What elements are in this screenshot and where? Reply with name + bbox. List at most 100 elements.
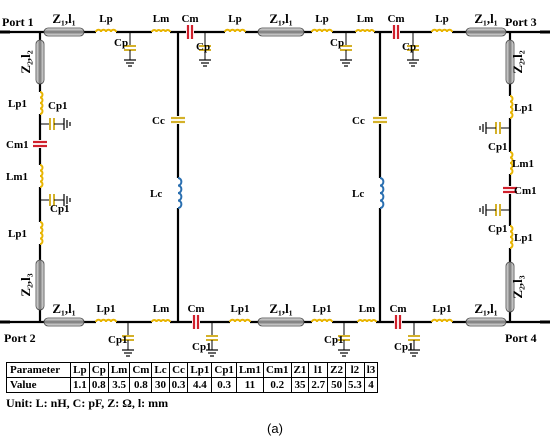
table-header-cell: Cp — [88, 362, 109, 378]
capacitor-label: Cm — [181, 13, 198, 25]
inductor — [177, 177, 183, 209]
capacitor-label: Cp — [330, 37, 344, 49]
capacitor-label: Cp1 — [48, 100, 68, 112]
tline-label: Z₁,l₁ — [52, 301, 75, 316]
table-header-cell: l2 — [344, 362, 365, 378]
table-header-cell: l3 — [363, 362, 379, 378]
table-value-cell: 5.3 — [344, 377, 365, 393]
port-4-label: Port 4 — [505, 331, 537, 345]
table-header-cell: Lp — [70, 362, 90, 378]
table-value-cell: 0.2 — [262, 377, 292, 393]
inductor-label: Lp1 — [433, 303, 452, 315]
inductor — [39, 91, 44, 115]
table-value-cell: 4 — [363, 377, 379, 393]
table-value-cell: 0.3 — [168, 377, 189, 393]
inductor-label: Lm — [153, 303, 170, 315]
tline-label: Z₂,l₂ — [510, 50, 525, 73]
capacitor-label: Cc — [352, 115, 365, 127]
inductor — [151, 29, 171, 33]
capacitor-label: Cp1 — [50, 203, 70, 215]
capacitor-label: Cm — [187, 303, 204, 315]
transmission-line — [43, 27, 85, 37]
tline-label: Z₁,l₁ — [269, 301, 292, 316]
units-note: Unit: L: nH, C: pF, Z: Ω, l: mm — [6, 396, 169, 410]
capacitor-label: Cp1 — [488, 223, 508, 235]
table-header-cell: Cc — [168, 362, 189, 378]
table-header-cell: Parameter — [6, 362, 71, 378]
port-1-label: Port 1 — [2, 15, 34, 29]
capacitor-label: Cp1 — [192, 341, 212, 353]
inductor-label: Lp1 — [514, 232, 533, 244]
inductor — [509, 151, 514, 175]
transmission-line — [505, 261, 515, 313]
capacitor-label: Cm — [389, 303, 406, 315]
table-value-cell: 1.1 — [70, 377, 90, 393]
inductor-label: Lp — [99, 13, 112, 25]
port-3-label: Port 3 — [505, 15, 537, 29]
inductor — [95, 28, 117, 33]
table-value-cell: 30 — [151, 377, 170, 393]
tline-label: Z₁,l₁ — [52, 11, 75, 26]
table-header-cell: Lm1 — [235, 362, 264, 378]
inductor — [95, 318, 117, 323]
table-header-cell: Cp1 — [211, 362, 237, 378]
inductor — [431, 28, 453, 33]
table-header-cell: l1 — [308, 362, 329, 378]
table-header-cell: Lp1 — [187, 362, 213, 378]
inductor-label: Lp1 — [8, 228, 27, 240]
capacitor-label: Cp1 — [108, 334, 128, 346]
transmission-line — [35, 259, 45, 311]
inductor — [431, 318, 453, 323]
transmission-line — [35, 39, 45, 85]
inductor — [357, 319, 377, 323]
inductor-label: Lc — [150, 188, 162, 200]
inductor-label: Lp — [228, 13, 241, 25]
inductor-label: Lp1 — [313, 303, 332, 315]
table-header-cell: Cm1 — [262, 362, 292, 378]
capacitor-label: Cm1 — [514, 185, 537, 197]
figure-caption: (a) — [267, 421, 283, 436]
inductor-label: Lm1 — [6, 171, 28, 183]
transmission-line — [465, 27, 507, 37]
table-value-cell: 0.3 — [211, 377, 237, 393]
table-value-cell: 11 — [235, 377, 264, 393]
inductor-label: Lm — [357, 13, 374, 25]
table-header-cell: Cm — [129, 362, 153, 378]
inductor — [311, 28, 333, 33]
table-value-cell: Value — [6, 377, 71, 393]
inductor-label: Lc — [352, 188, 364, 200]
capacitor-label: Cp — [402, 41, 416, 53]
inductor — [39, 164, 44, 188]
wires — [10, 30, 540, 324]
inductor-label: Lm — [359, 303, 376, 315]
inductor-label: Lp — [435, 13, 448, 25]
tline-label: Z₁,l₁ — [474, 301, 497, 316]
inductor-label: Lp1 — [97, 303, 116, 315]
table-header-cell: Z2 — [327, 362, 346, 378]
tline-label: Z₁,l₁ — [269, 11, 292, 26]
tline-label: Z₂,l₂ — [18, 50, 33, 73]
inductor-label: Lp — [315, 13, 328, 25]
inductor — [224, 28, 246, 33]
table-value-cell: 0.8 — [88, 377, 109, 393]
inductor — [311, 318, 333, 323]
table-value-cell: 2.7 — [308, 377, 329, 393]
inductor — [39, 221, 44, 245]
inductor-label: Lp1 — [8, 98, 27, 110]
table-value-cell: 35 — [290, 377, 310, 393]
capacitor-label: Cp1 — [488, 141, 508, 153]
capacitor-label: Cm — [387, 13, 404, 25]
tline-label: Z₂,l₃ — [510, 275, 525, 298]
table-value-cell: 50 — [327, 377, 346, 393]
inductor — [151, 319, 171, 323]
port-2-label: Port 2 — [4, 331, 36, 345]
capacitor-label: Cp1 — [324, 334, 344, 346]
table-value-cell: 0.8 — [129, 377, 153, 393]
inductor — [509, 225, 514, 249]
table-value-cell: 4.4 — [187, 377, 213, 393]
inductor-label: Lm — [153, 13, 170, 25]
